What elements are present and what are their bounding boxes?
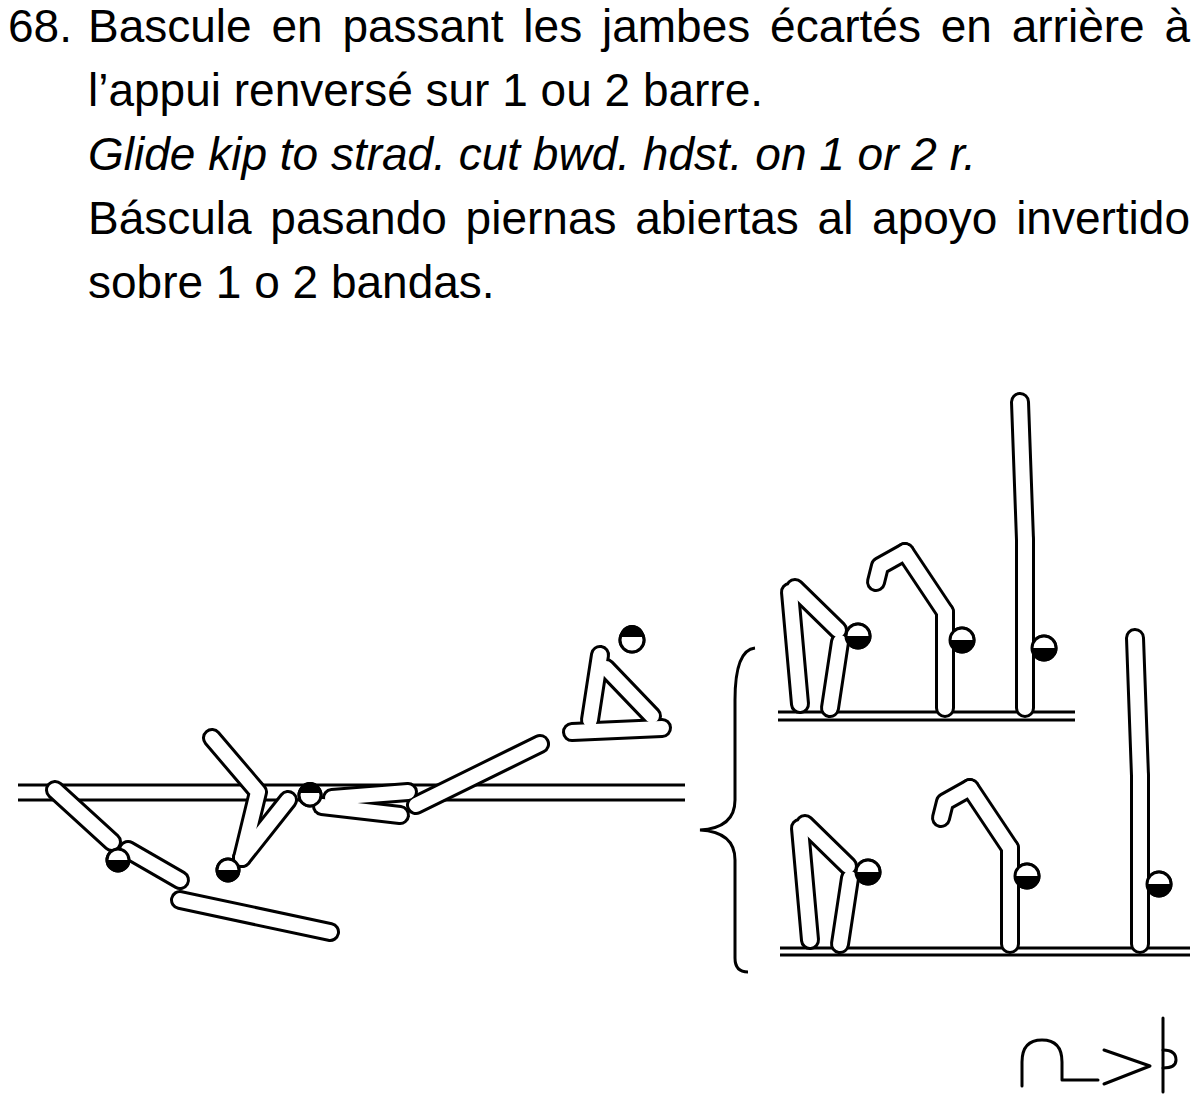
bracket	[700, 648, 755, 972]
spanish-description: Báscula pasando piernas abiertas al apoy…	[88, 186, 1190, 314]
notation-symbol	[1022, 1018, 1176, 1092]
french-description: Bascule en passant les jambes écartés en…	[88, 0, 1190, 122]
text-area: 68.Bascule en passant les jambes écartés…	[0, 0, 1198, 400]
item-number: 68.	[8, 0, 88, 58]
english-description: Glide kip to strad. cut bwd. hdst. on 1 …	[88, 122, 1190, 186]
